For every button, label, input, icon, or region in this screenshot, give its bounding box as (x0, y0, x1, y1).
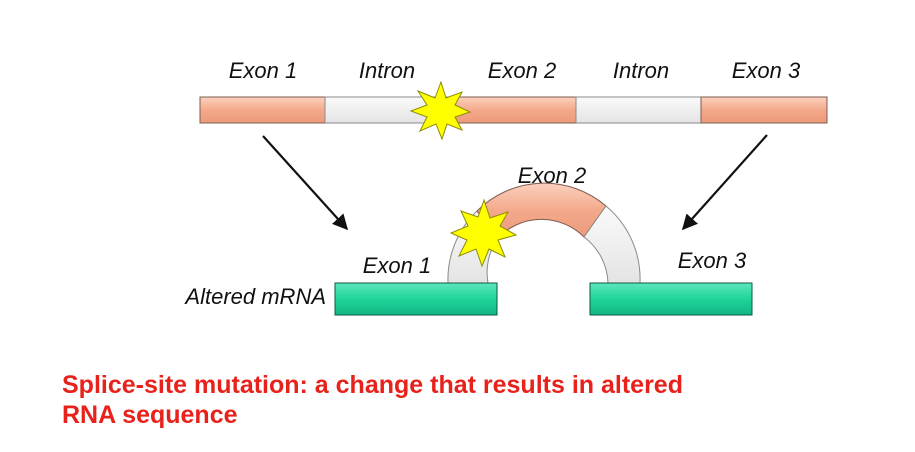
mutation-star-icon (449, 198, 518, 268)
mrna-label-exon-2: Exon 2 (518, 163, 587, 188)
mrna-exon-3 (589, 282, 753, 316)
arrow-exon-3 (681, 134, 768, 231)
gene-exon-1 (199, 96, 326, 124)
caption-line-2: RNA sequence (62, 401, 238, 429)
caption-line-1: Splice-site mutation: a change that resu… (62, 371, 683, 399)
gene-exon-3 (700, 96, 828, 124)
mrna-exon-1 (334, 282, 498, 316)
gene-exon-2 (449, 96, 577, 124)
mutation-star-icon (409, 80, 472, 141)
gene-label-exon-1: Exon 1 (229, 58, 298, 83)
mrna-label-exon-1: Exon 1 (363, 253, 432, 278)
gene-intron-2 (575, 96, 702, 124)
gene-label-intron-1: Intron (359, 58, 415, 83)
gene-label-exon-3: Exon 3 (732, 58, 801, 83)
gene-label-intron-2: Intron (613, 58, 669, 83)
caption: Splice-site mutation: a change that resu… (62, 370, 907, 430)
gene-label-exon-2: Exon 2 (488, 58, 557, 83)
mrna-label-exon-3: Exon 3 (678, 248, 747, 273)
arrow-exon-1 (262, 135, 349, 231)
gene-bar (199, 96, 828, 124)
altered-mrna-label: Altered mRNA (183, 284, 326, 309)
